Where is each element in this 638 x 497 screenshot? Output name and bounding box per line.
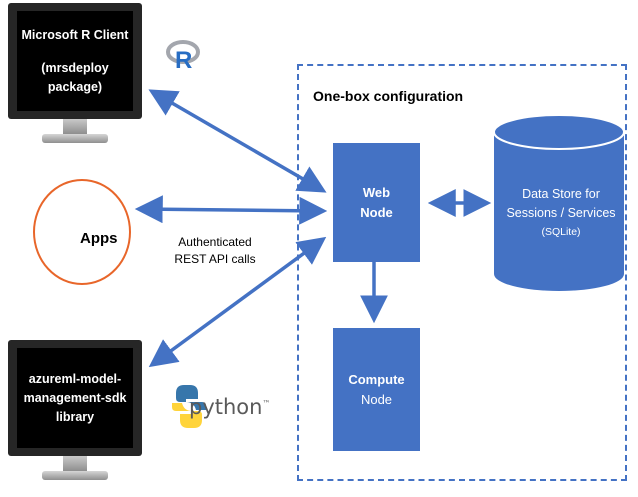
rest-api-line1: Authenticated: [178, 235, 252, 249]
monitor-screen: Microsoft R Client (mrsdeploy package): [17, 11, 133, 111]
r-logo-icon: R: [166, 40, 200, 74]
data-store-label: Data Store for Sessions / Services (SQLi…: [496, 185, 626, 242]
compute-node-line2: Node: [360, 391, 393, 407]
data-store-line3: (SQLite): [541, 226, 581, 238]
monitor-base: [42, 471, 108, 480]
data-store-line1: Data Store for: [522, 187, 600, 201]
python-client-line1: azureml-model-: [28, 371, 122, 386]
rest-api-label: Authenticated REST API calls: [160, 234, 270, 268]
python-client-monitor: azureml-model- management-sdk library: [8, 340, 142, 484]
r-client-title: Microsoft R Client: [21, 27, 129, 42]
monitor-screen: azureml-model- management-sdk library: [17, 348, 133, 448]
arrow-python-web: [148, 236, 327, 368]
monitor-neck: [63, 456, 87, 472]
compute-node-line1: Compute: [348, 371, 405, 387]
monitor-base: [42, 134, 108, 143]
one-box-config-boundary: [297, 64, 627, 481]
rest-api-line2: REST API calls: [174, 252, 256, 266]
python-logo-icon: [172, 385, 206, 428]
monitor-neck: [63, 119, 87, 135]
arrow-r-client-web: [148, 89, 327, 193]
compute-node-box: Compute Node: [333, 328, 420, 451]
web-node-line1: Web: [362, 184, 391, 200]
web-node-box: Web Node: [333, 143, 420, 262]
data-store-line2: Sessions / Services: [506, 206, 616, 220]
apps-label: Apps: [80, 230, 118, 247]
web-node-line2: Node: [360, 204, 393, 220]
r-client-subtitle: (mrsdeploy package): [41, 60, 109, 94]
python-wordmark: python™: [189, 395, 270, 419]
r-logo-letter: R: [175, 47, 192, 74]
python-word: python: [189, 395, 263, 419]
python-client-line2: management-sdk: [23, 390, 127, 405]
r-client-monitor: Microsoft R Client (mrsdeploy package): [8, 3, 142, 147]
arrow-apps-web: [134, 195, 328, 225]
data-store-cylinder: [493, 114, 625, 291]
python-trademark: ™: [262, 399, 271, 408]
python-client-line3: library: [55, 409, 95, 424]
config-title: One-box configuration: [313, 88, 464, 104]
apps-circle: [33, 179, 131, 285]
